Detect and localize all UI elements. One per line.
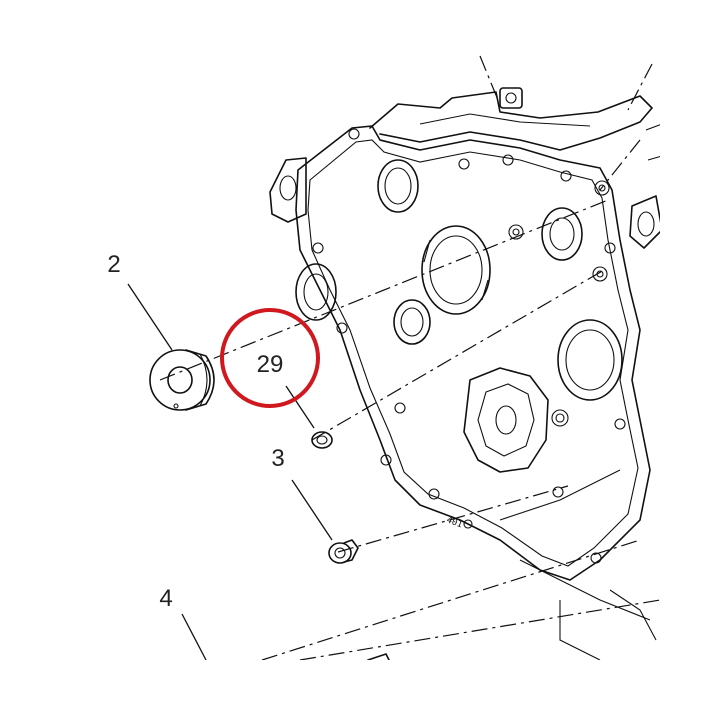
callout-number-3: 3 (271, 445, 284, 472)
casting-mark: 401 (445, 515, 464, 530)
right-crop-mask (660, 0, 720, 720)
plug-part (149, 349, 215, 411)
callout-number-4: 4 (159, 585, 172, 612)
highlight-circle (220, 308, 320, 408)
assembly-centerlines (159, 55, 661, 661)
leader-line-2 (127, 283, 173, 351)
leader-line-3 (291, 479, 333, 541)
oring-part (311, 431, 333, 449)
bolt-part (328, 539, 359, 564)
crankcase-cover (269, 87, 663, 661)
leader-line-4 (181, 613, 207, 661)
bottom-crop-mask (0, 660, 720, 720)
leader-line-29 (285, 385, 315, 429)
callout-number-29: 29 (257, 351, 284, 378)
callout-number-2: 2 (107, 251, 120, 278)
casting-mark-circle (463, 519, 473, 529)
